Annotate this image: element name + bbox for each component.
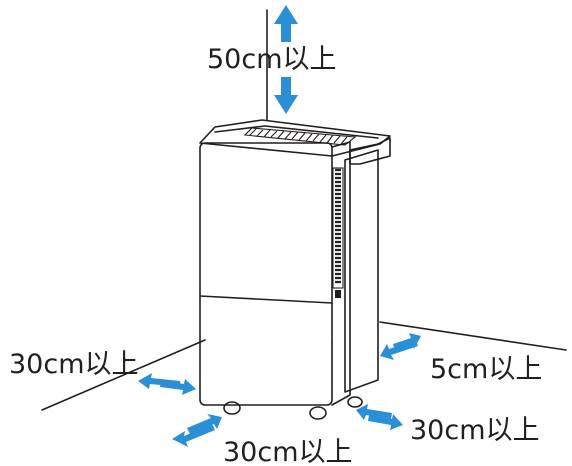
front-right-clearance-label: 30cm以上 [410,415,540,446]
dehumidifier-icon [199,119,391,420]
top-vent-grille [243,127,357,146]
right-clearance-label: 5cm以上 [430,354,542,385]
top-clearance-arrow [274,5,298,114]
left-clearance-label: 30cm以上 [9,349,139,380]
side-vent [332,167,344,298]
right-clearance-arrow [380,333,421,360]
front-clearance-arrow [172,414,222,447]
front-right-clearance-arrow [356,404,403,430]
top-clearance-label: 50cm以上 [207,44,337,75]
casters [223,396,363,420]
wall-floor-lines [41,9,567,411]
front-clearance-label: 30cm以上 [223,437,353,466]
left-clearance-arrow [138,373,196,395]
